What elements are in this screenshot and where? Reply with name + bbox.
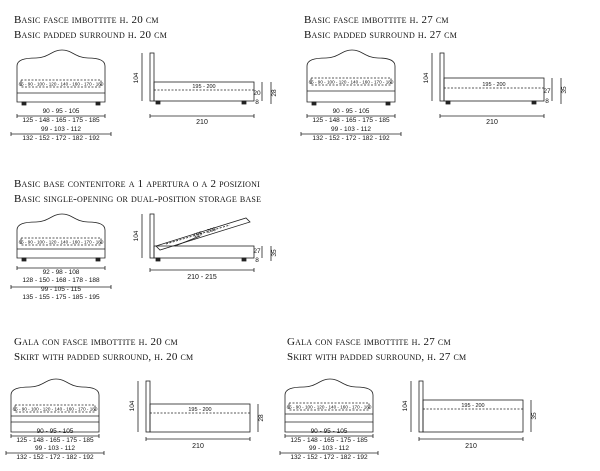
- mattress-label: 195 - 200: [188, 407, 211, 413]
- section-title-en: Skirt with padded surround, h. 20 cm: [14, 351, 194, 363]
- height-label: 104: [129, 400, 136, 411]
- section-title-it: Gala con fasce imbottite h. 20 cm: [14, 336, 178, 348]
- section-title-it: Basic fasce imbottite h. 20 cm: [14, 14, 159, 26]
- front-view-5: [279, 378, 379, 455]
- width-2-label: 99 - 105 - 115: [41, 286, 81, 293]
- right-bottom-label: 8: [255, 257, 259, 264]
- side-view-4: [137, 380, 259, 441]
- section-title-en: Basic padded surround h. 27 cm: [304, 29, 458, 41]
- width-1-label: 90 - 95 - 105: [37, 428, 74, 435]
- length-label: 210 - 215: [187, 274, 217, 281]
- right-bottom-label: 8: [255, 99, 259, 106]
- side-view-5: [410, 380, 532, 441]
- section-title-en: Basic single-opening or dual-position st…: [14, 193, 262, 205]
- length-label: 210: [486, 119, 498, 126]
- inner-dims-label: 85 - 90 - 100 - 120 - 140 - 160 - 170 - …: [13, 407, 98, 412]
- side-view-1: [141, 52, 272, 118]
- right-top-label: 20: [253, 90, 261, 97]
- length-label: 210: [192, 443, 204, 450]
- height-label: 104: [423, 72, 430, 83]
- section-title-it: Basic fasce imbottite h. 27 cm: [304, 14, 449, 26]
- section-title-it: Basic base contenitore a 1 apertura o a …: [14, 178, 260, 190]
- length-label: 210: [196, 119, 208, 126]
- inner-dims-label: 85 - 90 - 100 - 120 - 140 - 160 - 170 - …: [287, 405, 372, 410]
- width-2b-label: 132 - 152 - 172 - 182 - 192: [290, 454, 368, 461]
- section-title-en: Basic padded surround h. 20 cm: [14, 29, 168, 41]
- right-side-label: 35: [561, 86, 568, 94]
- width-1-label: 90 - 95 - 105: [311, 428, 348, 435]
- inner-dims-label: 85 - 90 - 100 - 120 - 140 - 160 - 170 - …: [19, 240, 104, 245]
- right-side-label: 28: [271, 89, 278, 97]
- width-2-label: 99 - 103 - 112: [331, 126, 371, 133]
- front-view-3: [10, 213, 112, 289]
- width-2b-label: 135 - 155 - 175 - 185 - 195: [22, 294, 100, 301]
- right-side-label: 35: [531, 412, 538, 420]
- inner-dims-label: 85 - 90 - 100 - 120 - 140 - 160 - 170 - …: [19, 82, 104, 87]
- width-2-label: 99 - 103 - 112: [309, 445, 349, 452]
- side-view-3: [141, 213, 272, 272]
- mattress-label: 195 - 200: [482, 82, 505, 88]
- width-2-label: 99 - 103 - 112: [41, 126, 81, 133]
- front-view-1: [10, 49, 112, 136]
- inner-dims-label: 85 - 90 - 100 - 120 - 140 - 160 - 170 - …: [309, 80, 394, 85]
- right-bottom-label: 8: [545, 98, 549, 105]
- width-2b-label: 132 - 152 - 172 - 182 - 192: [16, 454, 94, 461]
- mattress-label: 195 - 200: [193, 227, 217, 240]
- width-1b-label: 128 - 150 - 168 - 178 - 188: [22, 277, 100, 284]
- section-title-it: Gala con fasce imbottite h. 27 cm: [287, 336, 451, 348]
- right-top-label: 27: [543, 88, 551, 95]
- width-1b-label: 125 - 148 - 165 - 175 - 185: [22, 117, 100, 124]
- right-top-label: 27: [253, 248, 261, 255]
- width-2b-label: 132 - 152 - 172 - 182 - 192: [312, 135, 390, 142]
- width-1b-label: 125 - 148 - 165 - 175 - 185: [16, 437, 94, 444]
- mattress-label: 195 - 200: [461, 403, 484, 409]
- height-label: 104: [133, 72, 140, 83]
- width-1-label: 90 - 95 - 105: [43, 108, 80, 115]
- front-view-4: [5, 378, 105, 455]
- width-1-label: 90 - 95 - 105: [333, 108, 370, 115]
- height-label: 104: [402, 400, 409, 411]
- width-2-label: 99 - 103 - 112: [35, 445, 75, 452]
- width-1-label: 92 - 98 - 108: [43, 269, 80, 276]
- width-1b-label: 125 - 148 - 165 - 175 - 185: [312, 117, 390, 124]
- side-view-2: [431, 52, 562, 118]
- right-side-label: 35: [271, 249, 278, 257]
- length-label: 210: [465, 443, 477, 450]
- width-1b-label: 125 - 148 - 165 - 175 - 185: [290, 437, 368, 444]
- front-view-2: [300, 49, 402, 136]
- width-2b-label: 132 - 152 - 172 - 182 - 192: [22, 135, 100, 142]
- height-label: 104: [133, 230, 140, 241]
- mattress-label: 195 - 200: [192, 84, 215, 90]
- right-side-label: 28: [258, 414, 265, 422]
- section-title-en: Skirt with padded surround, h. 27 cm: [287, 351, 467, 363]
